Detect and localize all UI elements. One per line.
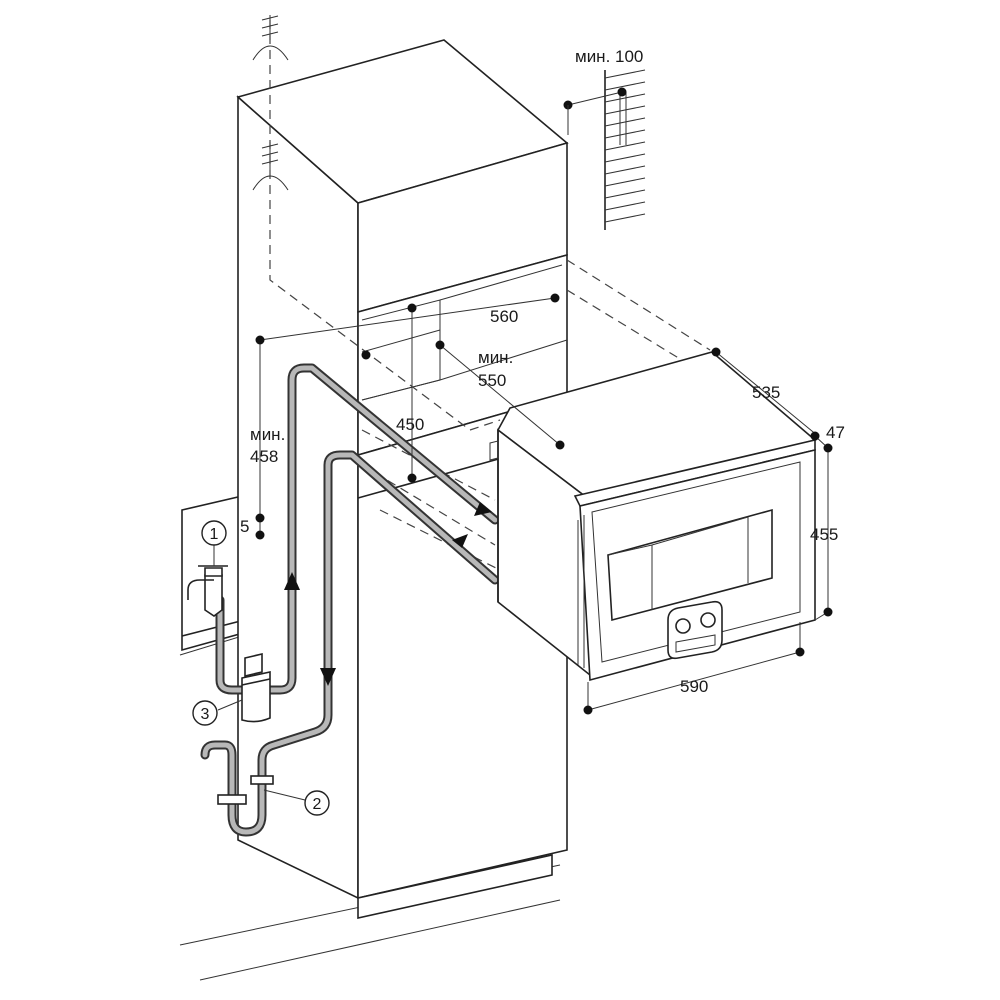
dimension-dots [255,293,833,715]
min-100-dimension-line [567,91,623,106]
label-min-550-line2: 550 [478,371,506,390]
callout-1: 1 [201,520,227,546]
vent-symbol-mid [252,142,289,191]
dim-dot [617,87,627,97]
dimension-lines [259,297,829,711]
label-455: 455 [810,525,838,544]
label-min-100: мин. 100 [575,47,643,66]
label-590: 590 [680,677,708,696]
callout-3-number: 3 [201,706,210,723]
label-min-458-line2: 458 [250,447,278,466]
drain-arrow-icon [320,668,336,686]
label-5: 5 [240,517,249,536]
hose-arrow-out-icon [452,534,468,548]
callout-2-number: 2 [313,796,322,813]
label-560: 560 [490,307,518,326]
callout-leader-3 [217,699,243,711]
callout-2: 2 [304,790,330,816]
water-tap-icon [187,565,228,617]
label-min-550-line1: мин. [478,348,513,367]
callout-1-number: 1 [210,526,219,543]
oven-appliance [489,351,817,682]
label-47: 47 [826,423,845,442]
drain-hose [257,450,500,790]
drain-siphon-icon [200,740,274,837]
label-450: 450 [396,415,424,434]
callout-leader-2 [263,789,306,801]
callout-3: 3 [192,700,218,726]
vent-symbol-top [252,15,289,61]
label-535: 535 [752,383,780,402]
water-filter-icon [241,652,271,723]
wall-hatch [604,69,646,230]
hose-arrow-in-icon [474,502,492,516]
label-min-458-line1: мин. [250,425,285,444]
inlet-arrow-icon [284,572,300,590]
